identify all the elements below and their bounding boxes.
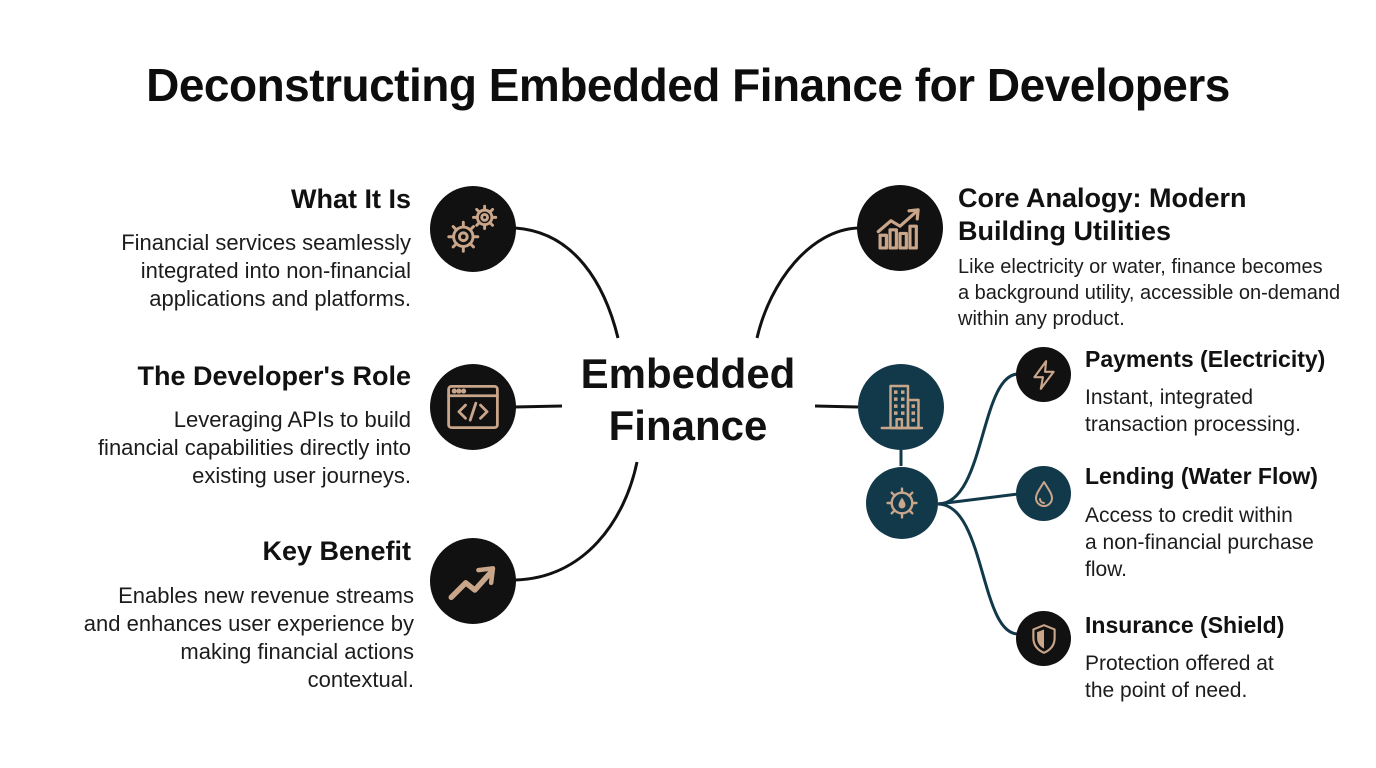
connector-developer-role xyxy=(513,404,563,409)
connector-lending xyxy=(937,492,1019,506)
core-analogy-heading-line: Building Utilities xyxy=(958,216,1171,246)
lending-line: Access to credit within xyxy=(1085,504,1293,527)
lending-line: a non-financial purchase xyxy=(1085,531,1314,554)
developer-role-description: Leveraging APIs to build financial capab… xyxy=(98,406,411,490)
insurance-line: the point of need. xyxy=(1085,679,1248,702)
connector-hub xyxy=(814,404,859,409)
building-icon xyxy=(858,364,944,450)
developer-role-line: financial capabilities directly into xyxy=(97,435,411,460)
insurance-heading: Insurance (Shield) xyxy=(1085,612,1285,638)
core-analogy-line: a background utility, accessible on-dema… xyxy=(958,282,1341,304)
what-it-is-heading: What It Is xyxy=(291,184,411,214)
what-it-is-line: applications and platforms. xyxy=(149,286,411,311)
insurance-description: Protection offered at the point of need. xyxy=(1085,650,1274,704)
lightning-icon xyxy=(1016,347,1071,402)
payments-line: transaction processing. xyxy=(1085,413,1301,436)
shield-icon xyxy=(1016,611,1071,666)
utility-gear-icon xyxy=(866,467,938,539)
code-window-icon xyxy=(430,364,516,450)
connector-analogy xyxy=(755,226,859,339)
developer-role-heading: The Developer's Role xyxy=(137,361,411,391)
central-topic-line2: Finance xyxy=(608,402,768,449)
trend-arrow-icon xyxy=(430,538,516,624)
payments-heading: Payments (Electricity) xyxy=(1085,346,1326,372)
insurance-line: Protection offered at xyxy=(1085,652,1274,675)
connector-what-it-is xyxy=(514,226,620,339)
developer-role-line: Leveraging APIs to build xyxy=(173,407,411,432)
key-benefit-description: Enables new revenue streams and enhances… xyxy=(84,582,414,694)
core-analogy-line: Like electricity or water, finance becom… xyxy=(958,256,1323,278)
what-it-is-line: integrated into non-financial xyxy=(140,258,411,283)
lending-line: flow. xyxy=(1085,558,1128,581)
core-analogy-description: Like electricity or water, finance becom… xyxy=(958,254,1340,332)
connector-insurance xyxy=(937,502,1019,636)
key-benefit-line: and enhances user experience by xyxy=(83,611,414,636)
key-benefit-line: making financial actions xyxy=(180,639,414,664)
key-benefit-line: contextual. xyxy=(307,667,414,692)
payments-line: Instant, integrated xyxy=(1085,386,1254,409)
gears-icon xyxy=(430,186,516,272)
page-title: Deconstructing Embedded Finance for Deve… xyxy=(146,59,1230,111)
lending-description: Access to credit within a non-financial … xyxy=(1085,502,1314,583)
core-analogy-line: within any product. xyxy=(958,308,1125,330)
core-analogy-heading-line: Core Analogy: Modern xyxy=(958,183,1247,213)
core-analogy-heading: Core Analogy: Modern Building Utilities xyxy=(958,182,1247,248)
bar-chart-growth-icon xyxy=(857,185,943,271)
central-topic-line1: Embedded xyxy=(580,350,796,397)
what-it-is-description: Financial services seamlessly integrated… xyxy=(121,229,411,313)
developer-role-line: existing user journeys. xyxy=(192,463,411,488)
central-topic: Embedded Finance xyxy=(560,348,816,452)
payments-description: Instant, integrated transaction processi… xyxy=(1085,384,1301,438)
key-benefit-line: Enables new revenue streams xyxy=(118,583,414,608)
what-it-is-line: Financial services seamlessly xyxy=(121,230,411,255)
water-drop-icon xyxy=(1016,466,1071,521)
connector-payments xyxy=(937,372,1019,506)
lending-heading: Lending (Water Flow) xyxy=(1085,463,1318,489)
key-benefit-heading: Key Benefit xyxy=(262,536,411,566)
connector-key-benefit xyxy=(514,461,639,582)
